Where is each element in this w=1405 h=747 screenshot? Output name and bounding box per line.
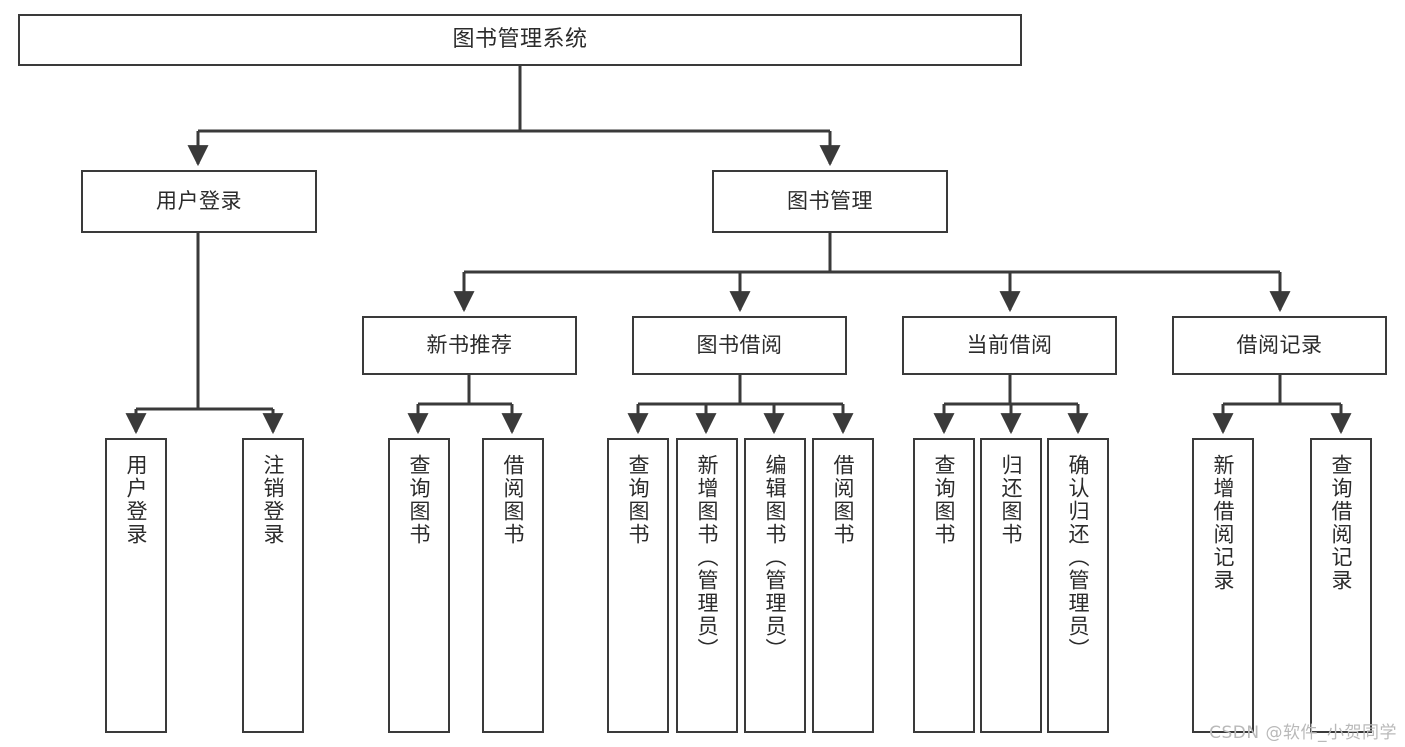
node-new-book-rec[interactable]: 新书推荐 <box>362 316 577 375</box>
node-root-label: 图书管理系统 <box>452 26 588 52</box>
watermark-text: CSDN @软件_小贺同学 <box>1209 723 1397 743</box>
node-leaf-query-book-1-label: 查询图书 <box>407 454 432 546</box>
node-leaf-borrow-book-2[interactable]: 借阅图书 <box>812 438 874 733</box>
node-leaf-return-book[interactable]: 归还图书 <box>980 438 1042 733</box>
node-leaf-borrow-book-1[interactable]: 借阅图书 <box>482 438 544 733</box>
node-leaf-edit-book-label: 编辑图书（管理员） <box>763 454 788 661</box>
node-book-mgmt-label: 图书管理 <box>787 189 873 214</box>
node-current-borrow[interactable]: 当前借阅 <box>902 316 1117 375</box>
node-borrow-record[interactable]: 借阅记录 <box>1172 316 1387 375</box>
node-leaf-query-record-label: 查询借阅记录 <box>1329 454 1354 592</box>
node-leaf-query-record[interactable]: 查询借阅记录 <box>1310 438 1372 733</box>
node-leaf-query-book-2-label: 查询图书 <box>626 454 651 546</box>
node-user-login[interactable]: 用户登录 <box>81 170 317 233</box>
node-leaf-confirm-return-label: 确认归还（管理员） <box>1066 454 1091 661</box>
node-leaf-borrow-book-1-label: 借阅图书 <box>501 454 526 546</box>
node-leaf-query-book-2[interactable]: 查询图书 <box>607 438 669 733</box>
node-user-login-label: 用户登录 <box>156 189 242 214</box>
node-leaf-borrow-book-2-label: 借阅图书 <box>831 454 856 546</box>
node-new-book-rec-label: 新书推荐 <box>426 333 513 358</box>
node-leaf-edit-book[interactable]: 编辑图书（管理员） <box>744 438 806 733</box>
node-leaf-confirm-return[interactable]: 确认归还（管理员） <box>1047 438 1109 733</box>
node-root[interactable]: 图书管理系统 <box>18 14 1022 66</box>
node-book-borrow[interactable]: 图书借阅 <box>632 316 847 375</box>
node-book-mgmt[interactable]: 图书管理 <box>712 170 948 233</box>
node-leaf-add-record[interactable]: 新增借阅记录 <box>1192 438 1254 733</box>
node-leaf-user-login[interactable]: 用户登录 <box>105 438 167 733</box>
node-borrow-record-label: 借阅记录 <box>1236 333 1323 358</box>
node-leaf-query-book-3-label: 查询图书 <box>932 454 957 546</box>
node-leaf-logout[interactable]: 注销登录 <box>242 438 304 733</box>
node-leaf-logout-label: 注销登录 <box>261 454 286 546</box>
node-book-borrow-label: 图书借阅 <box>696 333 783 358</box>
node-leaf-add-book-label: 新增图书（管理员） <box>695 454 720 661</box>
node-leaf-add-record-label: 新增借阅记录 <box>1211 454 1236 592</box>
node-leaf-add-book[interactable]: 新增图书（管理员） <box>676 438 738 733</box>
node-leaf-user-login-label: 用户登录 <box>124 454 149 546</box>
node-current-borrow-label: 当前借阅 <box>966 333 1053 358</box>
node-leaf-return-book-label: 归还图书 <box>999 454 1024 546</box>
node-leaf-query-book-1[interactable]: 查询图书 <box>388 438 450 733</box>
node-leaf-query-book-3[interactable]: 查询图书 <box>913 438 975 733</box>
